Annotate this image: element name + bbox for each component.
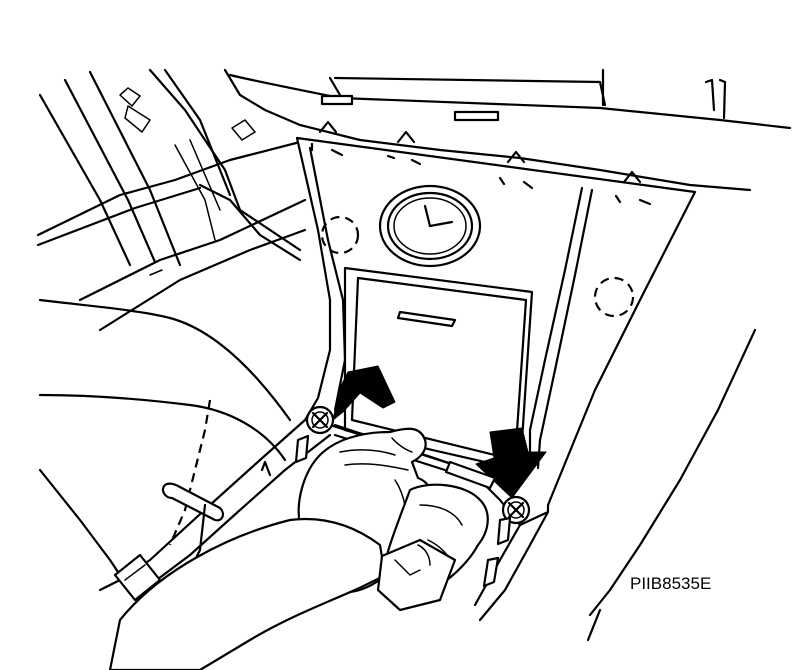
figure-code-label: PIIB8535E — [630, 574, 712, 593]
triangle-clip-icon — [614, 170, 652, 206]
screw-left — [305, 405, 335, 435]
clip-markers — [310, 120, 652, 206]
right-door-line — [586, 328, 757, 642]
arrow-left — [332, 365, 396, 421]
hands — [108, 427, 489, 670]
triangle-clip-icon — [386, 130, 422, 166]
screw-right — [501, 495, 531, 525]
triangle-clip-icon — [498, 150, 534, 190]
hidden-clip-circles — [320, 215, 635, 318]
screws — [305, 405, 531, 525]
seat — [38, 298, 292, 602]
left-door-area — [36, 68, 307, 332]
triangle-clip-icon — [310, 120, 344, 157]
clock — [378, 184, 482, 268]
dashboard-top — [223, 68, 792, 192]
